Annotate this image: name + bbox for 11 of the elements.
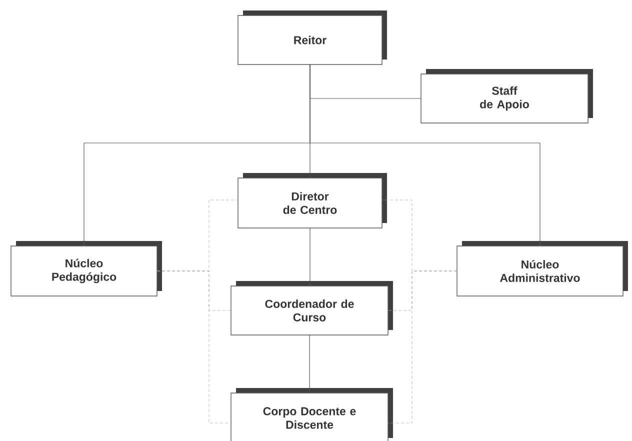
connector-line [156, 270, 232, 424]
org-box: Núcleo Administrativo [456, 241, 628, 296]
org-box: Coordenador de Curso [230, 281, 393, 336]
org-box: Diretor de Centro [238, 173, 387, 228]
connector-line [309, 334, 310, 394]
org-box: Corpo Docente e Discente [230, 388, 393, 441]
connector-line [388, 270, 458, 424]
connector-line [310, 64, 540, 246]
org-box: Staff de Apoio [420, 69, 593, 124]
org-box: Reitor [238, 10, 387, 65]
org-box: Núcleo Pedagógico [10, 241, 162, 296]
